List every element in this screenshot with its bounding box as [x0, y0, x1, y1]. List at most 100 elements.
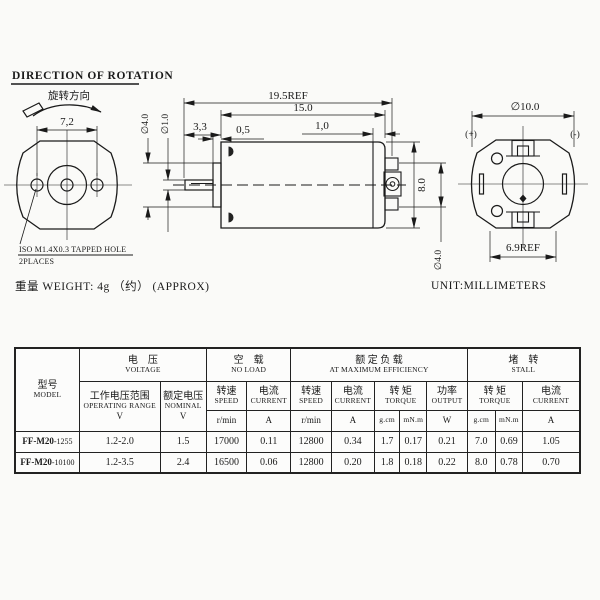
cell-range: 1.2-3.5: [78, 451, 161, 474]
header-stall: 堵 转 STALL: [466, 347, 581, 382]
header-nl-speed: 转速 SPEED: [205, 380, 248, 411]
dim-6-9: [489, 231, 557, 262]
cell-nl-current: 0.06: [246, 451, 292, 474]
tapped-hole-leader: [18, 188, 133, 256]
header-me-speed: 转速 SPEED: [290, 380, 332, 411]
cell-st-torque-gcm: 7.0: [466, 430, 496, 453]
cell-nominal: 1.5: [159, 430, 207, 453]
side-view: [143, 98, 446, 242]
front-outline: [16, 140, 118, 230]
rotation-arc-arrow: [22, 102, 102, 118]
cell-me-speed: 12800: [290, 430, 332, 453]
terminal-block: [383, 157, 402, 211]
cell-me-torque-gcm: 1.8: [374, 451, 401, 474]
header-output: 功率 OUTPUT: [426, 380, 468, 411]
spec-table: 型号 MODEL 电 压 VOLTAGE 空 载 NO LOAD 额 定 负 载…: [14, 347, 581, 474]
rear-terminal-top: [506, 139, 540, 157]
cell-me-current: 0.20: [330, 451, 376, 474]
cell-nl-speed: 17000: [205, 430, 248, 453]
header-st-current: 电流 CURRENT: [522, 380, 581, 411]
terminal-plus-label: (+): [465, 129, 477, 140]
cell-me-speed: 12800: [290, 451, 332, 474]
technical-drawing: DIRECTION OF ROTATION 旋转方向 7,2 ISO M1.4X: [4, 70, 588, 293]
dim-boss-dia-text: ∅4.0: [140, 114, 151, 134]
header-nominal: 额定电压 NOMINAL V: [159, 380, 207, 432]
table-row: FF-M20-10100 1.2-3.5 2.4 16500 0.06 1280…: [14, 451, 581, 474]
dim-0-5-text: 0,5: [236, 124, 250, 136]
weight-note: 重量 WEIGHT: 4g （约） (APPROX): [15, 279, 210, 293]
tapped-hole-note-line1: ISO M1.4X0.3 TAPPED HOLE: [19, 245, 126, 254]
rear-slot-right: [561, 173, 568, 195]
dim-6-9-text: 6.9REF: [506, 242, 540, 254]
terminal-minus-label: (-): [570, 129, 580, 140]
dim-0-5: [198, 135, 264, 163]
cell-st-current: 1.05: [522, 430, 581, 453]
cell-range: 1.2-2.0: [78, 430, 161, 453]
cell-me-torque-mnm: 0.18: [399, 451, 428, 474]
tapped-hole-note-line2: 2PLACES: [19, 257, 54, 266]
dim-1-0: [302, 128, 400, 142]
cell-nominal: 2.4: [159, 451, 207, 474]
dim-7-2: [36, 126, 98, 176]
unit-me-torque-mnm: mN.m: [399, 409, 428, 432]
dim-8-0-text: 8.0: [416, 178, 428, 192]
unit-st-torque-mnm: mN.m: [494, 409, 524, 432]
header-nl-current: 电流 CURRENT: [246, 380, 292, 411]
dim-8-0: [386, 141, 420, 229]
front-boss-circle: [46, 164, 88, 206]
dim-bearing-dia-text: ∅4.0: [433, 250, 444, 270]
direction-of-rotation-zh: 旋转方向: [48, 89, 90, 102]
motor-body: [220, 141, 386, 229]
dim-19-5-text: 19.5REF: [268, 90, 307, 102]
dim-1-0-text: 1,0: [315, 120, 329, 132]
dim-10-0-text: ∅10.0: [511, 101, 540, 113]
dim-boss-shaft-dia: [143, 138, 213, 232]
dim-19-5: [183, 98, 393, 178]
table-row: FF-M20-1255 1.2-2.0 1.5 17000 0.11 12800…: [14, 430, 581, 453]
header-operating-range: 工作电压范围 OPERATING RANGE V: [78, 380, 161, 432]
rear-view: [458, 111, 588, 262]
dim-3-3-text: 3,3: [193, 121, 207, 133]
header-noload: 空 载 NO LOAD: [205, 347, 292, 382]
unit-st-torque-gcm: g.cm: [466, 409, 496, 432]
body-notch-top: [228, 146, 234, 157]
dim-10-0: [471, 111, 575, 147]
cell-nl-current: 0.11: [246, 430, 292, 453]
unit-me-speed: r/min: [290, 409, 332, 432]
dim-7-2-text: 7,2: [60, 116, 74, 128]
cell-output: 0.21: [426, 430, 468, 453]
cell-st-torque-mnm: 0.69: [494, 430, 524, 453]
cell-st-torque-mnm: 0.78: [494, 451, 524, 474]
cell-nl-speed: 16500: [205, 451, 248, 474]
cell-output: 0.22: [426, 451, 468, 474]
unit-nl-current: A: [246, 409, 292, 432]
rear-hole-top: [490, 152, 504, 165]
cell-st-current: 0.70: [522, 451, 581, 474]
unit-nl-speed: r/min: [205, 409, 248, 432]
rear-index-dot: [519, 194, 527, 203]
dim-bearing-4-0: [399, 162, 446, 242]
rear-hole-bottom: [490, 204, 504, 218]
unit-output: W: [426, 409, 468, 432]
front-shaft-circle: [60, 178, 74, 192]
rear-terminal-bottom: [506, 211, 540, 229]
header-me-current: 电流 CURRENT: [330, 380, 376, 411]
header-rated: 额 定 负 载 AT MAXIMUM EFFICIENCY: [290, 347, 468, 382]
unit-st-current: A: [522, 409, 581, 432]
header-me-torque: 转 矩 TORQUE: [374, 380, 428, 411]
cell-me-current: 0.34: [330, 430, 376, 453]
dim-15-0-text: 15.0: [293, 102, 313, 114]
header-model-en: MODEL: [33, 390, 62, 400]
header-model-zh: 型号: [37, 379, 58, 391]
header-model: 型号 MODEL: [14, 347, 80, 432]
unit-me-torque-gcm: g.cm: [374, 409, 401, 432]
cell-me-torque-gcm: 1.7: [374, 430, 401, 453]
direction-of-rotation-text: DIRECTION OF ROTATION: [12, 70, 173, 82]
header-voltage: 电 压 VOLTAGE: [78, 347, 207, 382]
cell-model: FF-M20-1255: [14, 430, 80, 453]
rear-bearing-circle: [501, 162, 545, 206]
front-view: [4, 126, 133, 256]
cell-me-torque-mnm: 0.17: [399, 430, 428, 453]
body-notch-bottom: [228, 212, 234, 223]
